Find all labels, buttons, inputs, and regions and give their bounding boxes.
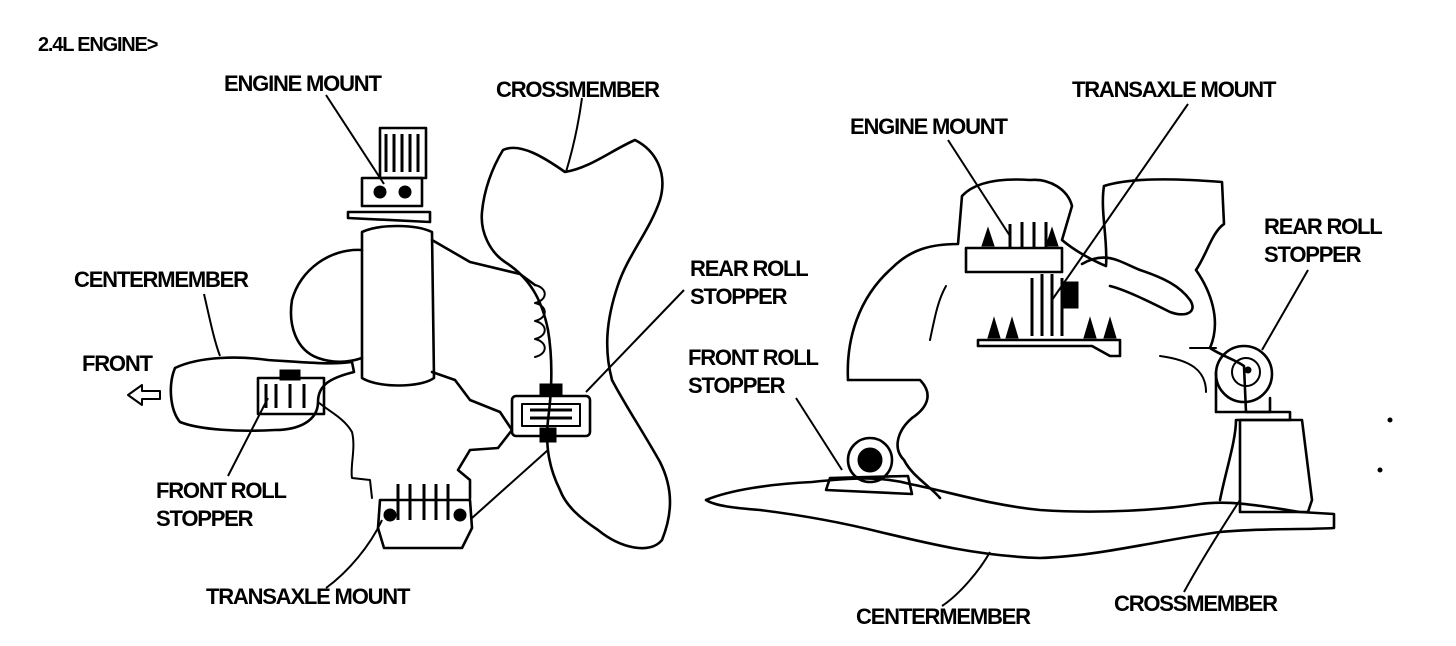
right-leader-front-roll-stopper [795,397,843,471]
right-intake-runner [1080,256,1194,316]
right-leader-rear-roll-stopper [1261,269,1309,351]
right-rear-roll-stopper [1189,344,1274,414]
right-label-crossmember: CROSSMEMBER [1114,591,1278,616]
left-transaxle-body [430,238,537,500]
left-centermember-link [317,401,373,499]
left-leader-rear-roll-stopper [585,289,685,393]
left-engine-housing [289,248,364,364]
right-transaxle-mount [976,274,1122,358]
right-leader-crossmember [1183,499,1241,593]
right-engine-mount [964,222,1064,274]
right-leader-transaxle-mount [1051,103,1189,301]
left-top-view [127,94,685,589]
right-dot-1 [1387,417,1393,423]
right-engine-front-face [929,285,1207,393]
right-centermember-base [704,477,1336,560]
right-engine-lower [846,378,942,500]
left-label-front-roll-stopper: FRONT ROLL STOPPER [156,478,287,531]
left-centermember-body [169,356,356,433]
right-label-rear-roll-stopper: REAR ROLL STOPPER [1264,214,1383,267]
left-label-crossmember: CROSSMEMBER [496,77,660,102]
left-leader-transaxle-mount [325,519,383,589]
right-label-front-roll-stopper: FRONT ROLL STOPPER [688,345,819,398]
left-rear-roll-stopper [510,383,592,443]
left-leader-crossmember [565,97,583,173]
right-label-centermember: CENTERMEMBER [856,604,1031,629]
left-leader-centermember [203,293,221,357]
left-crossmember-bumps [534,284,546,358]
left-crossmember-outline [480,138,672,550]
front-arrow-icon [127,384,161,406]
right-front-roll-stopper [824,436,914,496]
right-dot-2 [1377,467,1383,473]
right-side-view [704,103,1393,607]
left-label-engine-mount: ENGINE MOUNT [224,71,382,96]
left-leader-engine-mount [325,94,385,185]
left-label-centermember: CENTERMEMBER [74,267,249,292]
left-engine-mount [346,126,432,224]
right-label-engine-mount: ENGINE MOUNT [850,114,1008,139]
right-leader-centermember [941,551,991,607]
diagram-title: 2.4L ENGINE> [38,34,158,56]
right-crossmember-bracket [1238,418,1314,514]
right-leader-engine-mount [947,139,1011,237]
left-label-transaxle-mount: TRANSAXLE MOUNT [206,584,410,609]
left-leader-transaxle-to-rrs [471,449,549,519]
left-label-front: FRONT [82,351,153,376]
left-engine-block [360,224,436,387]
left-leader-front-roll-stopper [227,397,269,477]
right-label-transaxle-mount: TRANSAXLE MOUNT [1072,77,1276,102]
left-label-rear-roll-stopper: REAR ROLL STOPPER [690,256,809,309]
left-transaxle-mount [376,484,474,550]
left-front-roll-stopper [256,369,326,416]
